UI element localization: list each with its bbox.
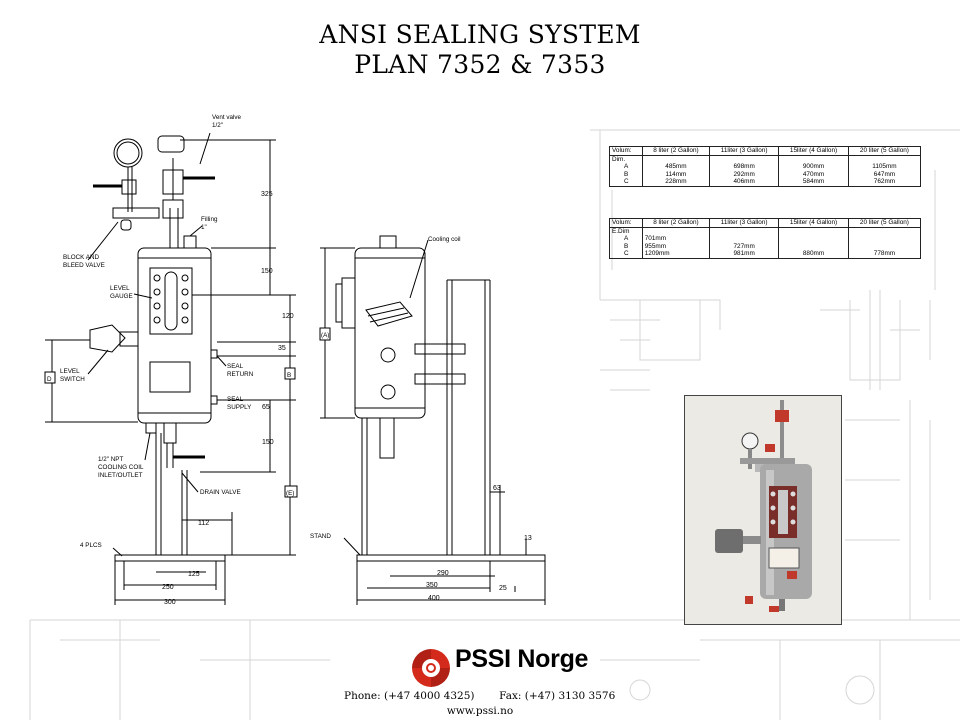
key-b: B (624, 170, 629, 178)
dim-65: 65 (262, 404, 270, 411)
level-switch-label-2: SWITCH (60, 376, 85, 383)
title-line-1: ANSI SEALING SYSTEM (319, 20, 641, 49)
e-tag: (E) (286, 490, 294, 497)
pssi-logo-icon (412, 649, 450, 687)
row-label: E.Dim (612, 227, 630, 235)
brand-name: PSSI Norge (455, 645, 589, 673)
level-gauge-label-1: LEVEL (110, 285, 130, 292)
table-cell: 8 liter (2 Gallon) (641, 218, 711, 228)
filling-label: Filling (201, 216, 218, 223)
fax-number: Fax: (+47) 3130 3576 (499, 690, 616, 702)
dim-120: 120 (282, 313, 294, 320)
dim-35: 35 (278, 345, 286, 352)
level-gauge (149, 267, 193, 335)
table-header-row: Volum: 8 liter (2 Gallon) 11liter (3 Gal… (609, 218, 922, 228)
seal-supply-label-1: SEAL (227, 396, 244, 403)
key-a: A (624, 235, 629, 243)
website-link[interactable]: www.pssi.no (446, 705, 514, 717)
dim-150-bottom: 150 (262, 439, 274, 446)
product-illustration (685, 396, 841, 624)
contact-line: Phone: (+47 4000 4325) Fax: (+47) 3130 3… (344, 690, 615, 702)
page-title: ANSI SEALING SYSTEM PLAN 7352 & 7353 (0, 20, 960, 80)
level-gauge-label-2: GAUGE (110, 293, 133, 300)
pressure-gauge (113, 138, 143, 168)
dim-112: 112 (198, 520, 209, 527)
dim-350: 350 (426, 582, 438, 589)
dim-325: 325 (261, 191, 273, 198)
d-tag: D (47, 376, 52, 383)
table-cell: Dim. A B C (609, 154, 643, 187)
stand-label: STAND (310, 533, 331, 540)
dimension-table: Volum: 8 liter (2 Gallon) 11liter (3 Gal… (609, 146, 922, 187)
table-cell: 11liter (3 Gallon) (709, 146, 780, 156)
table-cell: 8 liter (2 Gallon) (641, 146, 711, 156)
base-plate (114, 554, 226, 562)
table-cell: Volum: (609, 218, 643, 228)
table-cell: 15liter (4 Gallon) (778, 146, 849, 156)
key-b: B (624, 242, 629, 250)
front-view-drawing: Vent valve 1/2" Filling 1" BLOCK AND BLE… (44, 114, 298, 606)
block-bleed-label-1: BLOCK AND (63, 254, 99, 261)
key-c: C (624, 250, 629, 258)
dim-63: 63 (493, 485, 501, 492)
title-line-2: PLAN 7352 & 7353 (354, 50, 606, 79)
cooling-label-2: COOLING COIL (98, 464, 144, 471)
dim-300: 300 (164, 599, 176, 606)
a-tag: (A) (321, 332, 329, 339)
dim-125: 125 (188, 571, 200, 578)
plcs-label: 4 PLCS (80, 542, 102, 549)
drain-valve-label: DRAIN VALVE (200, 489, 241, 496)
seal-supply-label-2: SUPPLY (227, 404, 252, 411)
dim-150-top: 150 (261, 268, 273, 275)
vessel-body (137, 247, 212, 424)
product-photo (684, 395, 842, 625)
table-cell: 778mm (847, 226, 922, 259)
table-cell: 11liter (3 Gallon) (709, 218, 780, 228)
level-switch-label-1: LEVEL (60, 368, 80, 375)
seal-return-label-2: RETURN (227, 371, 254, 378)
block-bleed-label-2: BLEED VALVE (63, 262, 105, 269)
b-tag: B (287, 372, 291, 379)
vent-valve-size: 1/2" (212, 122, 223, 129)
dim-25: 25 (499, 585, 507, 592)
dim-250: 250 (162, 584, 174, 591)
filling-size: 1" (201, 224, 207, 231)
side-view-drawing: Cooling coil STAND (A) 63 13 290 350 25 … (310, 235, 546, 605)
cooling-coil-label: Cooling coil (428, 236, 461, 243)
dim-290: 290 (437, 570, 449, 577)
seal-return-label-1: SEAL (227, 363, 244, 370)
table-cell: Volum: (609, 146, 643, 156)
side-base-plate (356, 554, 546, 562)
cooling-label-1: 1/2" NPT (98, 456, 123, 463)
table-header-row: Volum: 8 liter (2 Gallon) 11liter (3 Gal… (609, 146, 922, 156)
cooling-label-3: INLET/OUTLET (98, 472, 143, 479)
table-cell: 20 liter (5 Gallon) (847, 146, 922, 156)
side-vessel-body (354, 247, 426, 419)
extended-dimension-table: Volum: 8 liter (2 Gallon) 11liter (3 Gal… (609, 218, 922, 259)
table-cell: 15liter (4 Gallon) (778, 218, 849, 228)
dim-400: 400 (428, 595, 440, 602)
table-cell: 880mm (778, 226, 849, 259)
table-cell: 20 liter (5 Gallon) (847, 218, 922, 228)
key-c: C (624, 178, 629, 186)
vent-valve-label: Vent valve (212, 114, 242, 121)
row-label: Dim. (612, 155, 626, 163)
phone-number: Phone: (+47 4000 4325) (344, 690, 475, 702)
dim-13: 13 (524, 535, 532, 542)
key-a: A (624, 163, 629, 171)
table-cell: E.Dim A B C (609, 226, 643, 259)
